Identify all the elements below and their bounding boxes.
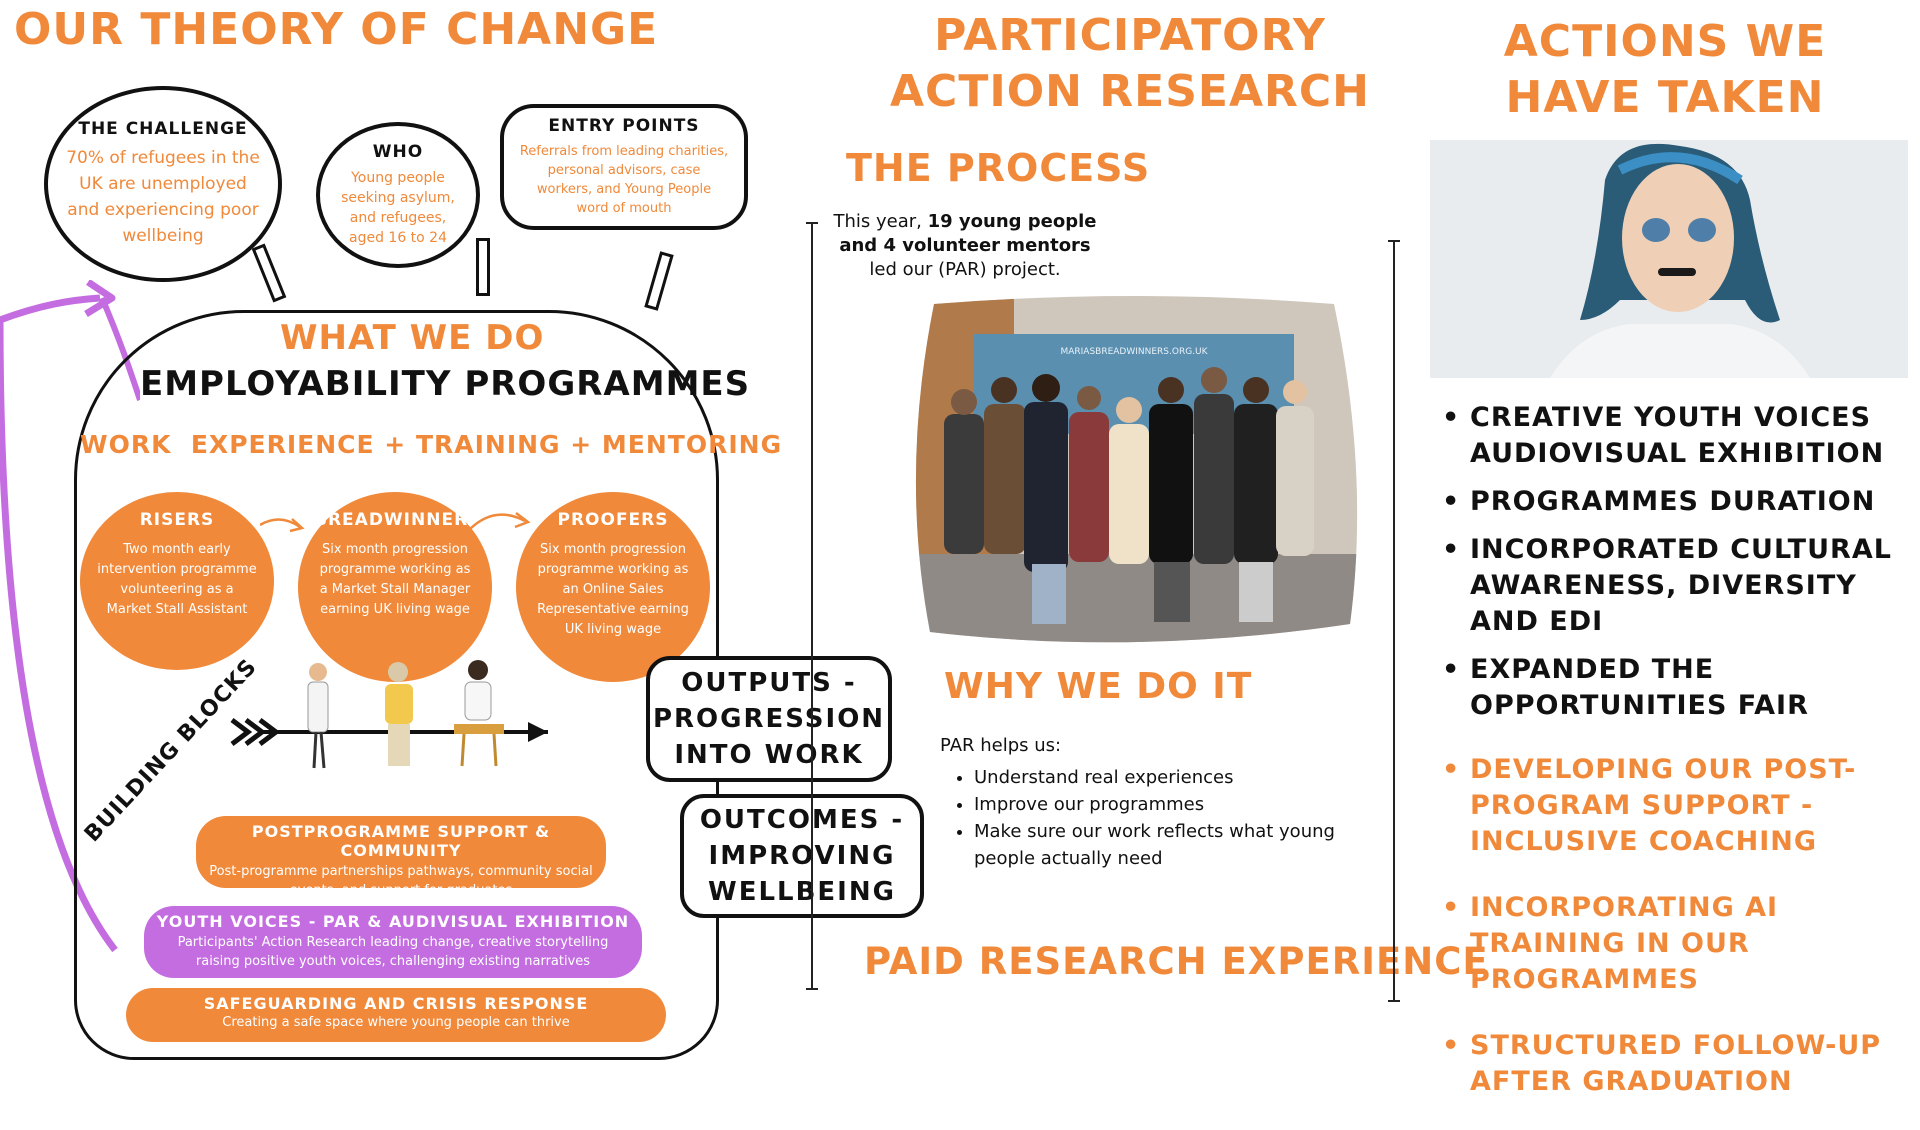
- programme-desc: Six month progression programme working …: [537, 542, 689, 637]
- why-title: WHY WE DO IT: [944, 666, 1253, 707]
- paid-research-title: PAID RESEARCH EXPERIENCE: [864, 940, 1489, 983]
- list-item-upcoming: INCORPORATING AI TRAINING IN OUR PROGRAM…: [1432, 890, 1912, 998]
- actions-list: CREATIVE YOUTH VOICES AUDIOVISUAL EXHIBI…: [1432, 400, 1912, 1130]
- actions-title: ACTIONS WE HAVE TAKEN: [1503, 16, 1827, 123]
- list-item: Make sure our work reflects what young p…: [974, 818, 1340, 872]
- entry-points-title: ENTRY POINTS: [548, 116, 700, 136]
- why-intro: PAR helps us:: [940, 735, 1062, 756]
- par-intro-pre: This year,: [833, 211, 928, 232]
- entry-points-text: Referrals from leading charities, person…: [519, 144, 729, 216]
- who-title: WHO: [372, 142, 424, 162]
- challenge-bubble: THE CHALLENGE 70% of refugees in the UK …: [44, 86, 282, 282]
- list-item-upcoming: STRUCTURED FOLLOW-UP AFTER GRADUATION: [1432, 1028, 1912, 1100]
- list-item: INCORPORATED CULTURAL AWARENESS, DIVERSI…: [1432, 532, 1912, 640]
- outcomes-box: OUTCOMES - IMPROVING WELLBEING: [680, 794, 924, 918]
- par-intro-bold: 19 young people and 4 volunteer mentors: [839, 211, 1097, 256]
- participants-illustration-icon: [230, 660, 548, 769]
- list-item-upcoming: DEVELOPING OUR POST-PROGRAM SUPPORT - IN…: [1432, 752, 1912, 860]
- block-youth-voices: YOUTH VOICES - PAR & AUDIVISUAL EXHIBITI…: [144, 906, 642, 978]
- outputs-box: OUTPUTS - PROGRESSION INTO WORK: [646, 656, 892, 782]
- screen-text: MARIASBREADWINNERS.ORG.UK: [1060, 347, 1208, 357]
- programmes-title: EMPLOYABILITY PROGRAMMES: [140, 364, 751, 404]
- who-bubble: WHO Young people seeking asylum, and ref…: [316, 122, 480, 268]
- par-intro-post: led our (PAR) project.: [869, 259, 1061, 280]
- block-title: SAFEGUARDING AND CRISIS RESPONSE: [203, 994, 589, 1013]
- portrait-photo: [1430, 140, 1908, 378]
- block-desc: Post-programme partnerships pathways, co…: [209, 864, 593, 898]
- block-title: YOUTH VOICES - PAR & AUDIVISUAL EXHIBITI…: [156, 912, 630, 931]
- who-text: Young people seeking asylum, and refugee…: [341, 170, 455, 246]
- progression-arrows-icon: [260, 512, 531, 533]
- programme-risers: RISERS Two month early intervention prog…: [80, 492, 274, 670]
- programme-name: RISERS: [139, 510, 215, 530]
- entry-stem: [644, 251, 674, 311]
- block-desc: Participants' Action Research leading ch…: [177, 935, 609, 969]
- divider-left: [806, 222, 818, 990]
- par-process-title: THE PROCESS: [846, 146, 1151, 190]
- list-item: Improve our programmes: [974, 791, 1340, 818]
- why-section: PAR helps us: Understand real experience…: [940, 734, 1340, 872]
- list-item: PROGRAMMES DURATION: [1432, 484, 1912, 520]
- challenge-text: 70% of refugees in the UK are unemployed…: [66, 148, 260, 246]
- divider-right: [1388, 240, 1400, 1002]
- why-list: Understand real experiences Improve our …: [940, 764, 1340, 872]
- programme-breadwinners: BREADWINNERS Six month progression progr…: [298, 492, 492, 682]
- programme-desc: Two month early intervention programme v…: [97, 542, 257, 617]
- group-photo: MARIASBREADWINNERS.ORG.UK: [915, 296, 1358, 643]
- challenge-stem: [251, 243, 287, 303]
- block-safeguarding: SAFEGUARDING AND CRISIS RESPONSE Creatin…: [126, 988, 666, 1042]
- programmes-subtitle: WORK EXPERIENCE + TRAINING + MENTORING: [80, 430, 783, 459]
- list-item: CREATIVE YOUTH VOICES AUDIOVISUAL EXHIBI…: [1432, 400, 1912, 472]
- block-title: POSTPROGRAMME SUPPORT & COMMUNITY: [251, 822, 551, 860]
- par-title: PARTICIPATORY ACTION RESEARCH: [889, 10, 1370, 117]
- programme-proofers: PROOFERS Six month progression programme…: [516, 492, 710, 682]
- challenge-title: THE CHALLENGE: [78, 119, 248, 139]
- list-item: EXPANDED THE OPPORTUNITIES FAIR: [1432, 652, 1912, 724]
- entry-points-box: ENTRY POINTS Referrals from leading char…: [500, 104, 748, 230]
- block-postprogramme: POSTPROGRAMME SUPPORT & COMMUNITY Post-p…: [196, 816, 606, 898]
- block-desc: Creating a safe space where young people…: [222, 1015, 570, 1030]
- toc-title: OUR THEORY OF CHANGE: [14, 4, 659, 55]
- what-we-do-heading: WHAT WE DO: [280, 318, 545, 358]
- programme-desc: Six month progression programme working …: [319, 542, 471, 617]
- list-item: Understand real experiences: [974, 764, 1340, 791]
- programme-name: PROOFERS: [557, 510, 669, 530]
- programme-name: BREADWINNERS: [314, 510, 482, 530]
- who-stem: [476, 238, 490, 296]
- par-intro: This year, 19 young people and 4 volunte…: [830, 210, 1100, 282]
